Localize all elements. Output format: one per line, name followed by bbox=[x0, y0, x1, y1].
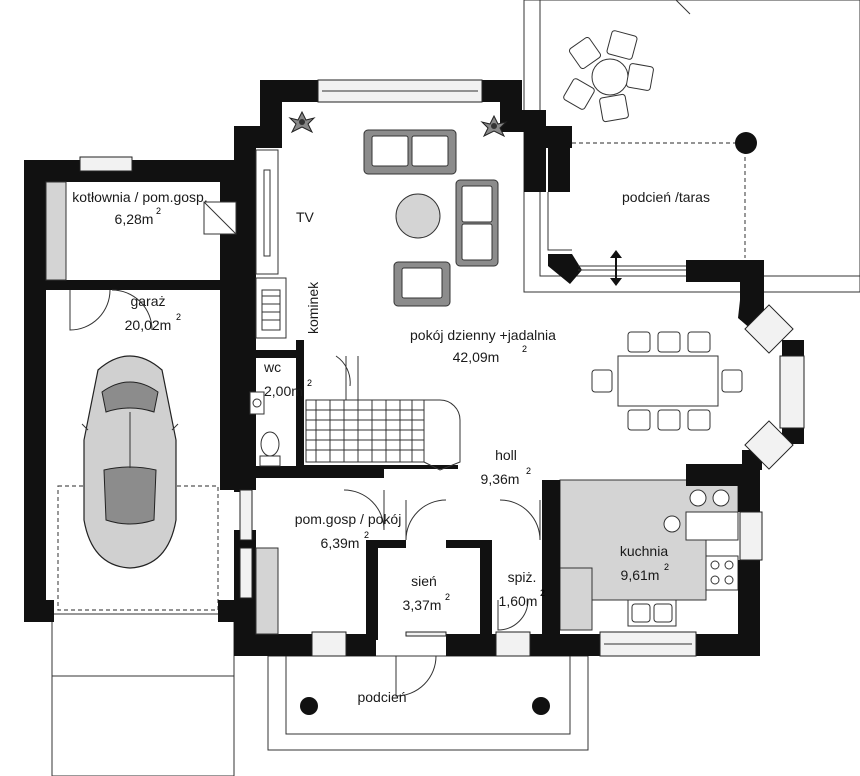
room-labels: kotłownia / pom.gosp. 6,28m 2 garaż 20,0… bbox=[72, 189, 710, 705]
staircase bbox=[305, 356, 461, 471]
room-area-kuchnia: 9,61m bbox=[621, 567, 660, 583]
unit-sup: 2 bbox=[664, 562, 669, 572]
unit-sup: 2 bbox=[156, 206, 161, 216]
room-area-pom-gosp-pokoj: 6,39m bbox=[321, 535, 360, 551]
coffee-table bbox=[395, 193, 441, 239]
fireplace-label: kominek bbox=[305, 281, 321, 334]
sink-icon bbox=[627, 599, 677, 627]
stove-icon bbox=[705, 555, 739, 591]
kitchen-counter bbox=[559, 479, 739, 631]
tv-label: TV bbox=[296, 209, 315, 225]
tv-icon bbox=[263, 169, 271, 257]
fireplace bbox=[255, 277, 287, 339]
double-arrow-icon bbox=[610, 250, 622, 286]
sofa-icon bbox=[455, 179, 499, 267]
utility-counter bbox=[45, 181, 67, 281]
room-area-kotlownia: 6,28m bbox=[115, 211, 154, 227]
room-name-garaz: garaż bbox=[130, 293, 165, 309]
sink-icon bbox=[249, 391, 265, 415]
car-icon bbox=[81, 355, 179, 569]
pillar bbox=[735, 132, 757, 154]
room-name-pokoj-dzienny: pokój dzienny +jadalnia bbox=[410, 327, 556, 343]
utility-counter bbox=[255, 547, 279, 635]
porch-pillar bbox=[532, 697, 550, 715]
unit-sup: 2 bbox=[445, 592, 450, 602]
porch-pillar bbox=[300, 697, 318, 715]
plant-icon bbox=[288, 110, 316, 134]
room-name-podcien-taras: podcień /taras bbox=[622, 189, 710, 205]
windows bbox=[79, 79, 805, 657]
unit-sup: 2 bbox=[364, 530, 369, 540]
terrace-area bbox=[523, 0, 860, 293]
unit-sup: 2 bbox=[540, 588, 545, 598]
toilet-icon bbox=[259, 431, 281, 467]
armchair-icon bbox=[393, 261, 451, 307]
room-area-spiz: 1,60m bbox=[499, 593, 538, 609]
doors bbox=[69, 192, 686, 697]
room-area-pokoj-dzienny: 42,09m bbox=[453, 349, 500, 365]
table-icon bbox=[591, 331, 743, 431]
unit-sup: 2 bbox=[526, 466, 531, 476]
room-area-garaz: 20,02m bbox=[125, 317, 172, 333]
room-name-spiz: spiż. bbox=[508, 569, 537, 585]
unit-sup: 2 bbox=[522, 344, 527, 354]
sofa-icon bbox=[363, 129, 457, 175]
room-name-wc: wc bbox=[263, 359, 281, 375]
room-area-holl: 9,36m bbox=[481, 471, 520, 487]
room-area-sien: 3,37m bbox=[403, 597, 442, 613]
room-name-holl: holl bbox=[495, 447, 517, 463]
room-name-podcien: podcień bbox=[357, 689, 406, 705]
room-name-pom-gosp-pokoj: pom.gosp / pokój bbox=[295, 511, 402, 527]
room-name-sien: sień bbox=[411, 573, 437, 589]
plant-icon bbox=[480, 114, 508, 138]
room-name-kuchnia: kuchnia bbox=[620, 543, 668, 559]
room-name-kotlownia: kotłownia / pom.gosp. bbox=[72, 189, 207, 205]
unit-sup: 2 bbox=[176, 312, 181, 322]
room-area-wc: 2,00m bbox=[264, 383, 303, 399]
garden-table-set bbox=[563, 30, 654, 123]
porch-area bbox=[267, 655, 589, 751]
tv-unit bbox=[255, 149, 279, 275]
unit-sup: 2 bbox=[307, 378, 312, 388]
